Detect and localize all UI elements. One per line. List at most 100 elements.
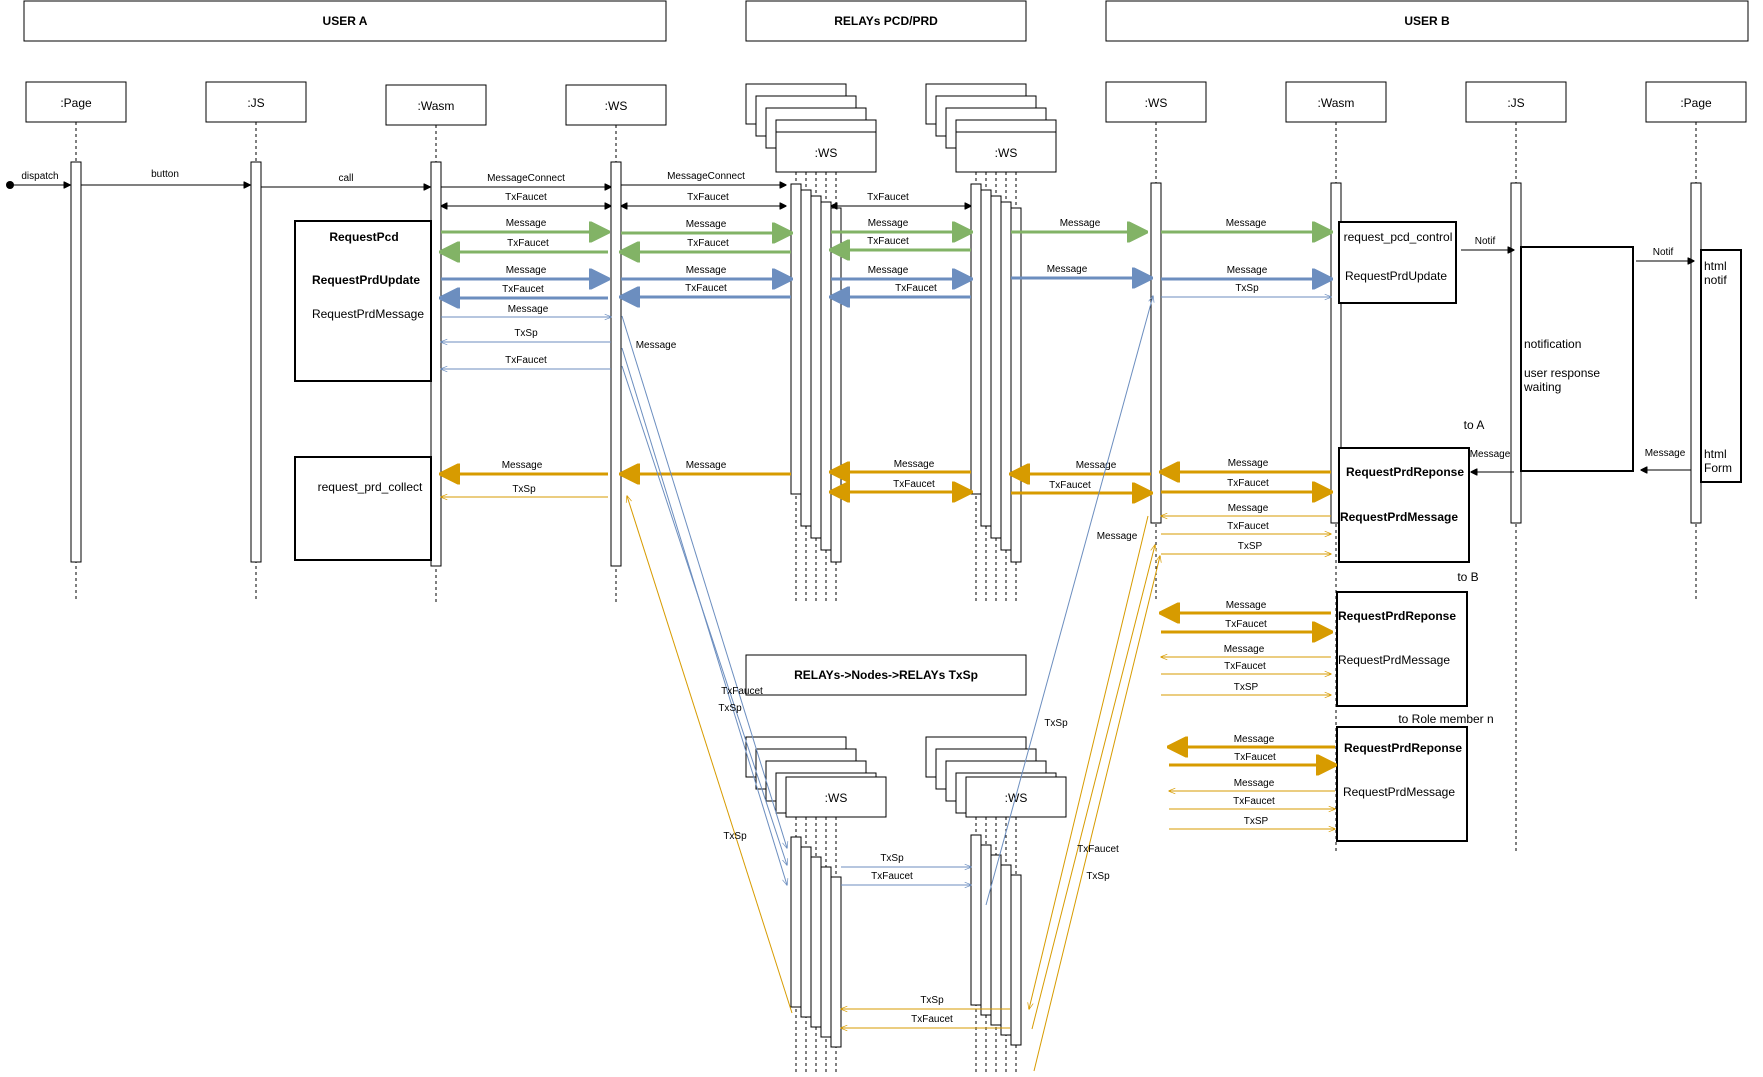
arrow-label: Message [636,340,677,351]
arrow-label: Message [686,265,727,276]
arrow-label: TxSp [723,831,747,842]
group-relays [745,0,1027,42]
arrow-label: Notif [1653,247,1674,258]
arrow-label: TxFaucet [1227,521,1269,532]
activation-bar [990,195,1002,539]
box-text: html [1704,447,1727,461]
note: to Role member n [1398,712,1493,726]
arrow-label: call [338,173,353,184]
lifeline-title: :Page [1680,96,1712,110]
arrow-label: Message [502,460,543,471]
lifeline-head [565,84,667,126]
note: to B [1457,570,1478,584]
arrow-label: Message [506,265,547,276]
arrow-label: MessageConnect [487,173,565,184]
arrow-label: Message [1470,449,1511,460]
arrow-label: Message [686,219,727,230]
arrow-label: Message [1224,644,1265,655]
activation-bar [970,834,982,1006]
arrow-label: Message [1234,734,1275,745]
lifeline-head [205,81,307,123]
arrow-label: Message [1047,264,1088,275]
message-arrow [621,315,787,848]
group-title: RELAYs PCD/PRD [834,14,938,28]
lifeline-title: :Page [60,96,92,110]
box-text: html [1704,259,1727,273]
group-title: USER A [323,14,368,28]
sub-title-box [745,654,1027,696]
lifeline-head [955,131,1057,173]
message-arrow [621,365,787,865]
arrow-label: Message [1227,265,1268,276]
activation-bar [1330,182,1342,524]
lifeline-title: :WS [815,146,838,160]
arrow-label: TxFaucet [507,238,549,249]
arrow-label: Message [508,304,549,315]
lifeline-title: :WS [825,791,848,805]
notification-box [1520,246,1634,472]
lifeline-title: :WS [1005,791,1028,805]
activation-bar [250,161,262,563]
arrow-label: Message [1234,778,1275,789]
arrow-label: TxFaucet [721,686,763,697]
activation-bar [790,183,802,495]
arrow-label: TxSp [718,703,742,714]
activation-bar [980,844,992,1016]
activation-bar [800,189,812,527]
arrow-label: Message [1060,218,1101,229]
control-box [1338,221,1457,304]
box-text: RequestPcd [329,230,398,244]
lifeline-head [25,81,127,123]
arrow-label: TxSp [1235,283,1259,294]
box-text: request_prd_collect [318,480,423,494]
lifeline-title: :Wasm [418,99,455,113]
arrow-label: TxFaucet [1077,844,1119,855]
box-text: RequestPrdReponse [1344,741,1462,755]
arrow-label: Message [1226,600,1267,611]
arrow-label: TxSP [1244,816,1269,827]
arrow-label: TxFaucet [871,871,913,882]
arrow-label: TxFaucet [867,236,909,247]
arrow-label: TxFaucet [685,283,727,294]
arrow-label: TxFaucet [1224,661,1266,672]
arrow-label: TxFaucet [505,355,547,366]
activation-bar [800,846,812,1018]
activation-bar [70,161,82,563]
lifeline-head [785,776,887,818]
lifeline-head [1645,81,1747,123]
arrow-label: Message [1228,503,1269,514]
response-box [1338,447,1470,563]
activation-bar [1000,201,1012,551]
arrow-label: Message [1228,458,1269,469]
response-box [1336,726,1468,842]
arrow-label: TxSp [514,328,538,339]
activation-bar [830,207,842,563]
arrow-label: TxFaucet [1225,619,1267,630]
arrow-label: TxFaucet [687,192,729,203]
box-text: RequestPrdMessage [312,307,424,321]
box-text: RequestPrdMessage [1338,653,1450,667]
arrow-label: TxFaucet [1049,480,1091,491]
arrow-label: TxSp [512,484,536,495]
arrow-label: button [151,169,179,180]
arrow-label: TxFaucet [1227,478,1269,489]
arrow-label: dispatch [21,171,58,182]
message-arrow [627,496,793,1014]
lifeline-title: :Wasm [1318,96,1355,110]
lifeline-title: :WS [605,99,628,113]
arrow-label: Message [868,265,909,276]
box-text: RequestPrdMessage [1343,785,1455,799]
arrow-label: Message [868,218,909,229]
activation-bar [820,201,832,551]
activation-bar [1010,874,1022,1046]
arrow-label: TxFaucet [893,479,935,490]
box-text: request_pcd_control [1344,230,1453,244]
arrow-label: Message [1645,448,1686,459]
message-arrow [1031,545,1155,1030]
message-arrow [1033,556,1160,1072]
sub-title: RELAYs->Nodes->RELAYs TxSp [794,668,978,682]
box-text: notif [1704,273,1727,287]
activation-bar [810,856,822,1028]
response-box [1336,591,1468,707]
